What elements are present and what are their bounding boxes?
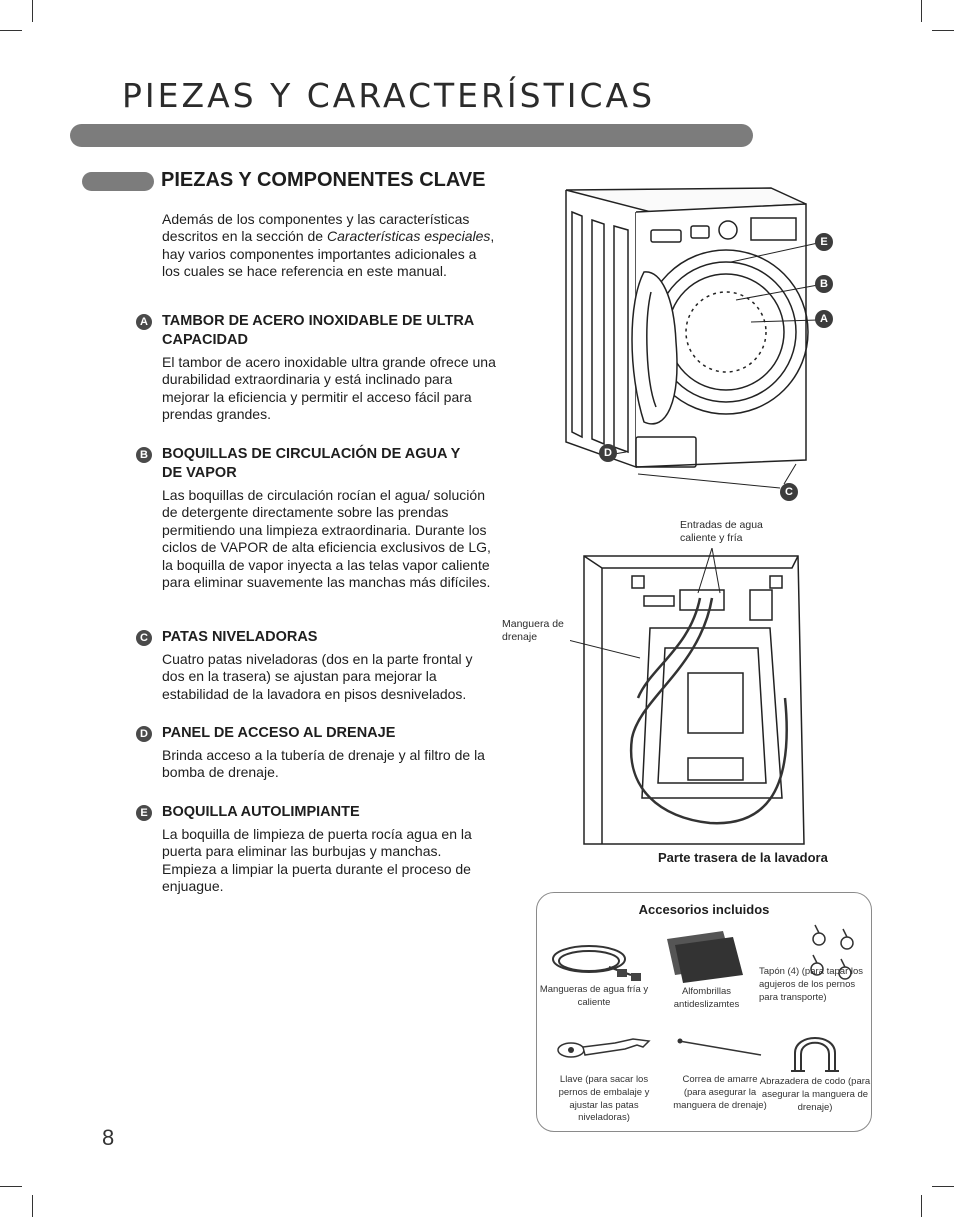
crop-mark [932,30,954,31]
accessory-label-caps: Tapón (4) (para tapar los agujeros de lo… [759,966,864,1003]
page-title: PIEZAS Y CARACTERÍSTICAS [122,76,656,115]
washer-front-illustration [565,187,819,489]
crop-mark [32,0,33,22]
item-letter-badge: A [136,314,152,330]
crop-mark [932,1186,954,1187]
item-description: La boquilla de limpieza de puerta rocía … [162,826,472,895]
page-number: 8 [102,1125,115,1150]
caps-icon [810,924,854,980]
hoses-icon [552,945,641,981]
section-marker [82,172,154,191]
item-letter-badge: B [136,447,152,463]
elbow-bracket-icon [791,1037,839,1072]
callout-b: B [815,275,833,293]
callout-a: A [815,310,833,328]
mats-icon [667,931,743,983]
accessory-label-tie-strap: Correa de amarre (para asegurar la mangu… [673,1074,767,1111]
section-heading: PIEZAS Y COMPONENTES CLAVE [161,169,486,191]
callout-c: C [780,483,798,501]
wrench-icon [557,1038,651,1058]
crop-mark [32,1195,33,1217]
item-title: BOQUILLA AUTOLIMPIANTE [162,804,360,820]
item-description: Las boquillas de circulación rocían el a… [162,487,491,591]
accessory-label-wrench: Llave (para sacar los pernos de embalaje… [558,1074,650,1124]
drain-hose-label: Manguera de drenaje [502,618,564,643]
tie-strap-icon [677,1038,762,1056]
item-description: Cuatro patas niveladoras (dos en la part… [162,651,473,702]
crop-mark [921,1195,922,1217]
item-description: El tambor de acero inoxidable ultra gran… [162,354,496,423]
accessory-label-hoses: Mangueras de agua fría y caliente [539,984,649,1008]
item-d: D PANEL DE ACCESO AL DRENAJE Brinda acce… [136,724,506,782]
accessories-box: Accesorios incluidos Mangueras de agua f… [536,892,872,1132]
item-letter-badge: C [136,630,152,646]
item-description: Brinda acceso a la tubería de drenaje y … [162,747,485,781]
crop-mark [0,30,22,31]
item-letter-badge: E [136,805,152,821]
item-letter-badge: D [136,726,152,742]
item-title: PANEL DE ACCESO AL DRENAJE [162,725,396,741]
item-title: BOQUILLAS DE CIRCULACIÓN DE AGUA Y DE VA… [162,446,461,481]
crop-mark [0,1186,22,1187]
item-a: A TAMBOR DE ACERO INOXIDABLE DE ULTRA CA… [136,312,506,424]
item-e: E BOQUILLA AUTOLIMPIANTE La boquilla de … [136,803,506,896]
washer-rear-illustration [570,548,805,845]
title-divider-bar [70,124,753,147]
item-title: PATAS NIVELADORAS [162,629,318,645]
accessory-label-elbow-bracket: Abrazadera de codo (para asegurar la man… [759,1076,871,1113]
water-inlets-label: Entradas de agua caliente y fría [680,519,763,544]
intro-text-end: , hay varios componentes importantes adi… [162,228,495,280]
crop-mark [921,0,922,22]
accessory-label-mats: Alfombrillas antideslizamtes [673,986,740,1010]
callout-d: D [599,444,617,462]
intro-reference: Características especiales [326,228,491,245]
item-c: C PATAS NIVELADORAS Cuatro patas nivelad… [136,628,506,703]
item-title: TAMBOR DE ACERO INOXIDABLE DE ULTRA CAPA… [162,313,474,348]
item-b: B BOQUILLAS DE CIRCULACIÓN DE AGUA Y DE … [136,445,506,591]
intro-text-start: Además de los componentes y las caracter… [162,211,470,245]
callout-e: E [815,233,833,251]
accessories-title: Accesorios incluidos [638,902,770,917]
rear-view-caption: Parte trasera de la lavadora [658,850,828,865]
intro-paragraph: Además de los componentes y las caracter… [162,211,497,281]
